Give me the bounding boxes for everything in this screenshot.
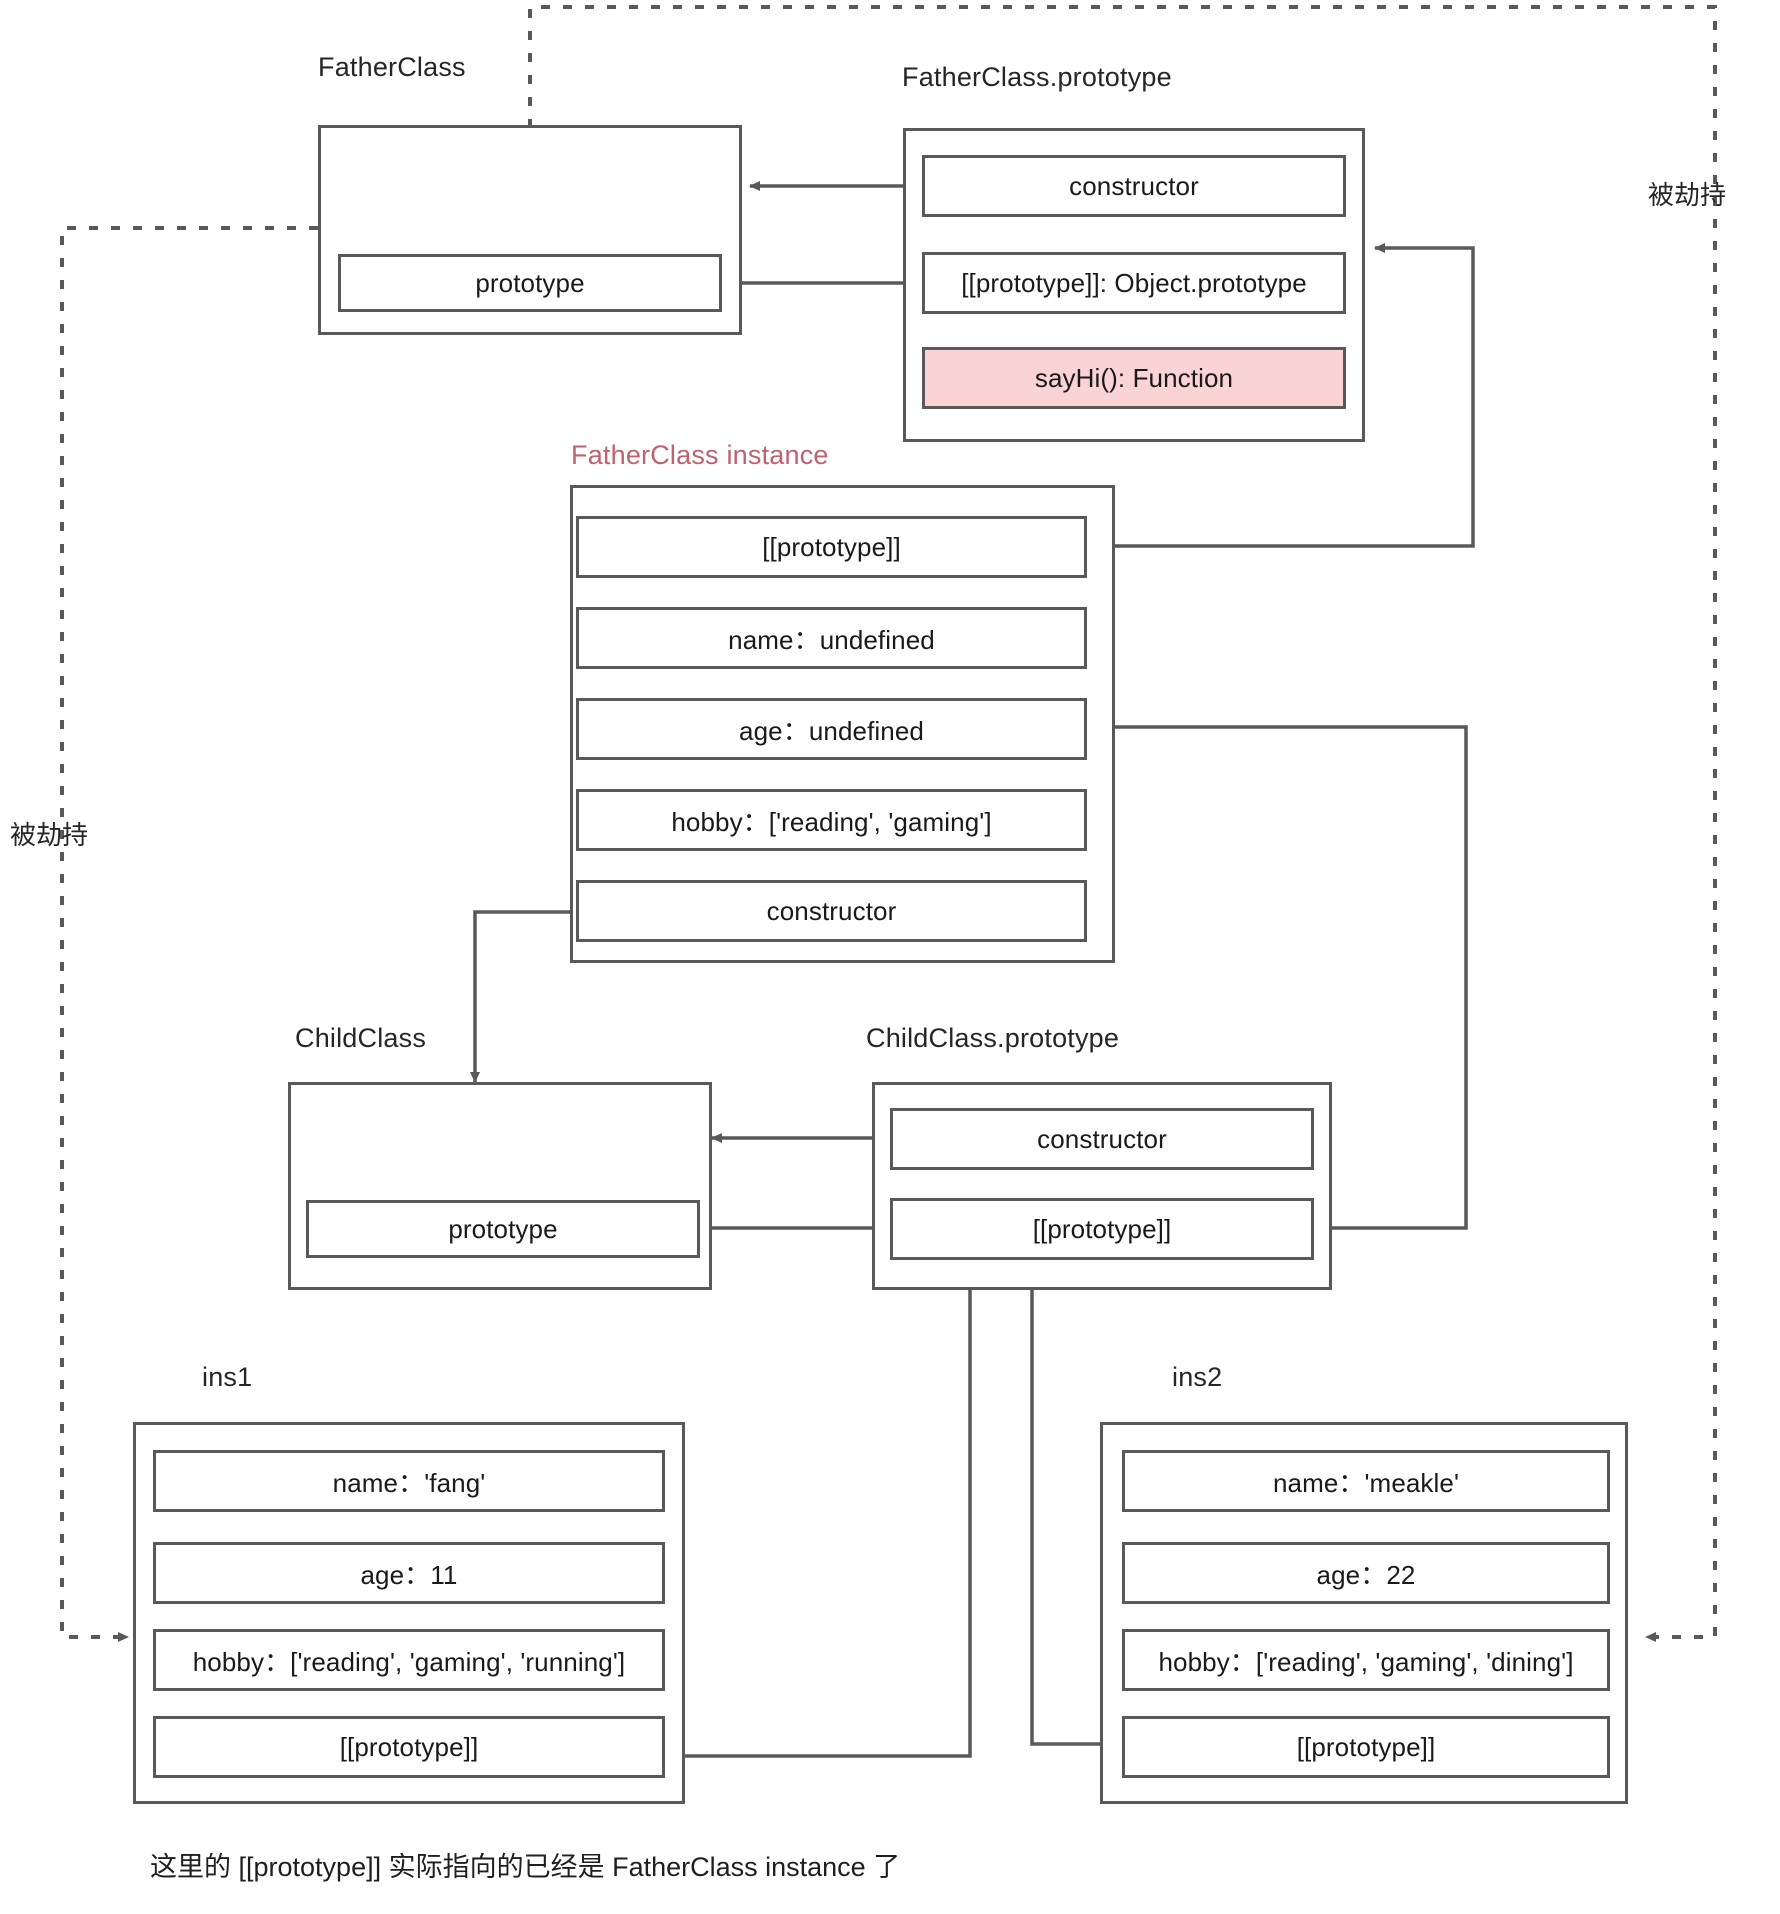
child-class-box xyxy=(288,1082,712,1290)
ins1-row-name[interactable]: name：'fang' xyxy=(153,1450,665,1512)
father-prototype-title: FatherClass.prototype xyxy=(902,62,1172,92)
father-instance-row-hobby[interactable]: hobby：['reading', 'gaming'] xyxy=(576,789,1087,851)
ins1-row-age[interactable]: age：11 xyxy=(153,1542,665,1604)
father-instance-row-prototype[interactable]: [[prototype]] xyxy=(576,516,1087,578)
father-class-title: FatherClass xyxy=(318,52,466,82)
father-prototype-row-constructor[interactable]: constructor xyxy=(922,155,1346,217)
footnote-text: 这里的 [[prototype]] 实际指向的已经是 FatherClass i… xyxy=(150,1852,901,1882)
wire-ins1-proto-to-childproto xyxy=(660,1275,975,1758)
hijack-label-left: 被劫持 xyxy=(10,820,89,850)
ins1-row-prototype[interactable]: [[prototype]] xyxy=(153,1716,665,1778)
wire-instance-constructor-to-childclass xyxy=(470,910,575,1083)
ins2-row-age[interactable]: age：22 xyxy=(1122,1542,1610,1604)
child-prototype-row-constructor[interactable]: constructor xyxy=(890,1108,1314,1170)
ins1-row-hobby[interactable]: hobby：['reading', 'gaming', 'running'] xyxy=(153,1629,665,1691)
father-instance-row-age[interactable]: age：undefined xyxy=(576,698,1087,760)
father-class-row-prototype[interactable]: prototype xyxy=(338,254,722,312)
hijack-label-right: 被劫持 xyxy=(1648,180,1727,210)
father-prototype-row-sayhi[interactable]: sayHi(): Function xyxy=(922,347,1346,409)
ins2-row-hobby[interactable]: hobby：['reading', 'gaming', 'dining'] xyxy=(1122,1629,1610,1691)
ins2-row-prototype[interactable]: [[prototype]] xyxy=(1122,1716,1610,1778)
father-instance-row-name[interactable]: name：undefined xyxy=(576,607,1087,669)
child-class-title: ChildClass xyxy=(295,1023,427,1053)
child-prototype-row-prototype[interactable]: [[prototype]] xyxy=(890,1198,1314,1260)
father-prototype-row-object-prototype[interactable]: [[prototype]]: Object.prototype xyxy=(922,252,1346,314)
father-instance-row-constructor[interactable]: constructor xyxy=(576,880,1087,942)
ins1-title: ins1 xyxy=(202,1362,253,1392)
father-instance-title: FatherClass instance xyxy=(571,440,829,470)
child-class-row-prototype[interactable]: prototype xyxy=(306,1200,700,1258)
ins2-title: ins2 xyxy=(1172,1362,1223,1392)
ins2-row-name[interactable]: name：'meakle' xyxy=(1122,1450,1610,1512)
child-prototype-title: ChildClass.prototype xyxy=(866,1023,1120,1053)
